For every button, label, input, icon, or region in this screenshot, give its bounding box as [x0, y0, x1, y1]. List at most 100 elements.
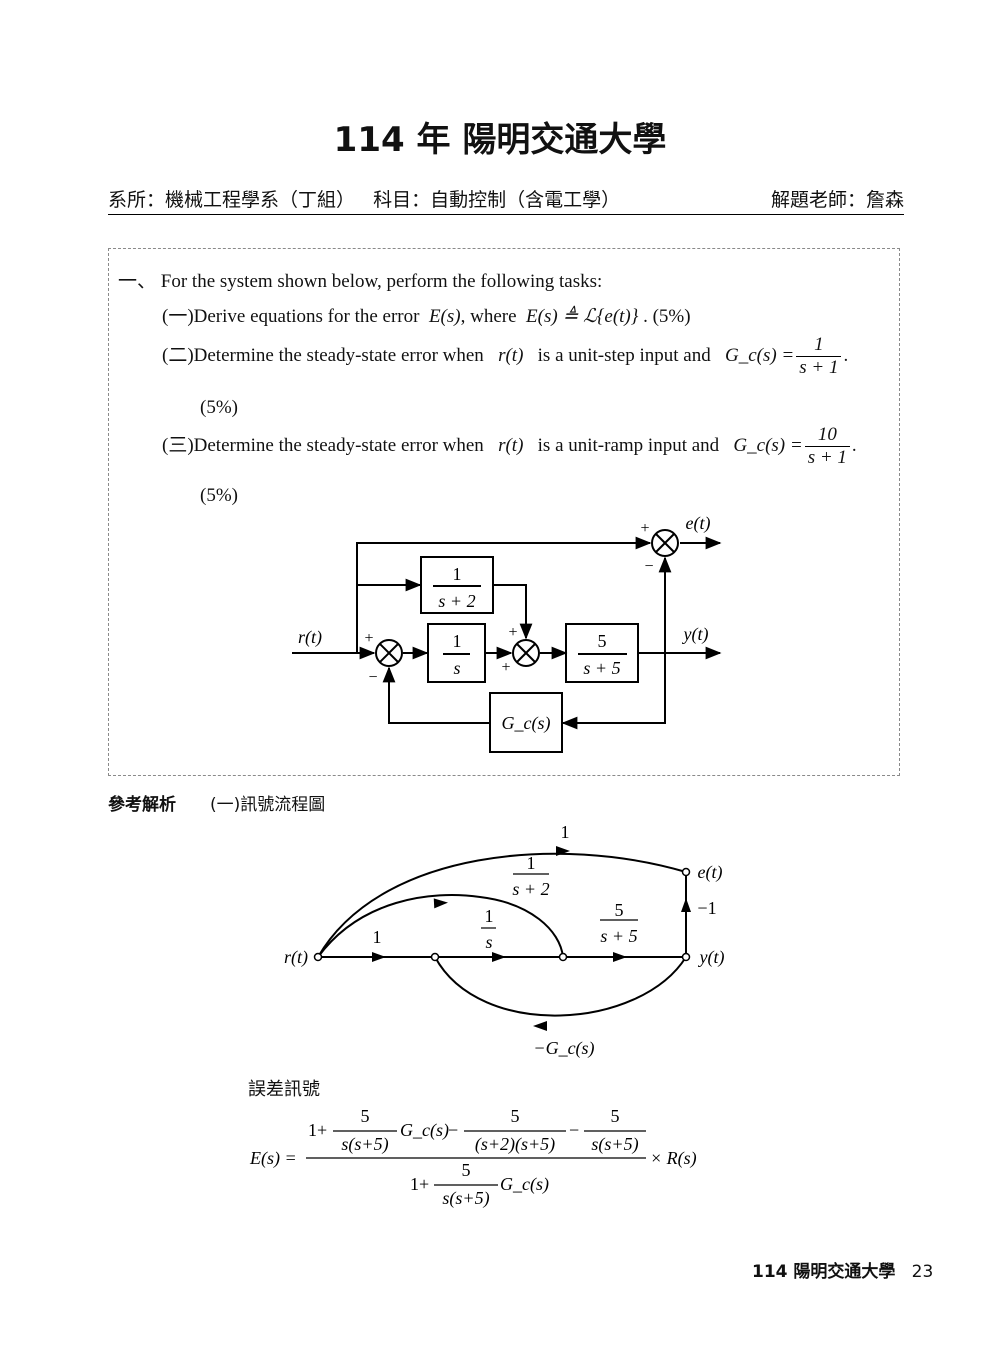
branch-feedback: [434, 956, 687, 1017]
eq-f3-den: s(s+5): [591, 1134, 638, 1155]
eq-one: 1+: [308, 1120, 327, 1140]
esum-plus: +: [640, 520, 649, 537]
part-3-gc: G_c(s) =: [733, 434, 803, 456]
part-1: (一)Derive equations for the error E(s), …: [162, 301, 691, 328]
part-3-points: (5%): [200, 485, 238, 506]
part-1-definition: E(s) ≜ ℒ{e(t)}: [526, 306, 639, 327]
feedback-to-gc: [561, 653, 666, 730]
gain2-den: s: [485, 932, 492, 952]
gain-top: 1: [561, 822, 570, 842]
node-r-label: r(t): [284, 947, 308, 968]
gain-neg-one: −1: [697, 898, 716, 918]
gain-feedback: −G_c(s): [533, 1038, 594, 1059]
block-plant: [565, 623, 639, 683]
branch-1-over-s-plus-2: [317, 894, 564, 958]
eq-minus-2: −: [569, 1120, 579, 1140]
header-rule: [108, 214, 904, 215]
sum2-plus-top: +: [508, 624, 517, 641]
arrow-forward-3: [613, 952, 627, 962]
esum-minus: −: [644, 558, 653, 575]
eq-f2-den: (s+2)(s+5): [475, 1134, 555, 1155]
node-y: [681, 952, 691, 962]
part-3-frac-num: 10: [804, 424, 850, 447]
output-y-label: y(t): [682, 624, 709, 645]
eq-den-den: s(s+5): [442, 1188, 489, 1209]
question-box: [108, 248, 900, 776]
arrow-mid: [433, 898, 448, 909]
eq-f1-num: 5: [361, 1106, 370, 1126]
eq-f1-den: s(s+5): [341, 1134, 388, 1155]
part-1-points: . (5%): [643, 306, 691, 327]
block2-den: s: [453, 658, 460, 678]
eq-f2-num: 5: [511, 1106, 520, 1126]
gain2-num: 1: [485, 906, 494, 926]
branch-r-to-e: [317, 852, 687, 958]
part-2-frac-num: 1: [796, 334, 842, 357]
block3-num: 5: [598, 631, 607, 651]
part-3-frac-den: s + 1: [807, 447, 847, 468]
node-r: [313, 952, 323, 962]
answer-subtitle: (一)訊號流程圖: [210, 795, 326, 815]
page-number: 23: [911, 1262, 934, 1282]
part-2-frac-den: s + 1: [799, 357, 839, 378]
part-1-where: , where: [460, 306, 517, 327]
part-2-number: (二): [162, 344, 194, 366]
part-2-period: .: [843, 344, 849, 366]
sum-junction-error: [651, 529, 679, 557]
answer-label: 參考解析: [108, 795, 176, 815]
block1-den: s + 2: [438, 591, 475, 611]
block-gc: [489, 692, 563, 753]
output-e-label: e(t): [686, 513, 711, 534]
part-2: (二)Determine the steady-state error when…: [162, 334, 848, 379]
gain3-den: s + 5: [600, 926, 637, 946]
question-intro-text: For the system shown below, perform the …: [160, 271, 603, 292]
gc-label: G_c(s): [502, 713, 551, 734]
part-3-condition: is a unit-ramp input and: [537, 434, 720, 456]
node-e: [681, 867, 691, 877]
page-footer: 114 陽明交通大學 23: [752, 1257, 933, 1282]
eq-gc: G_c(s): [400, 1120, 449, 1141]
page-title: 114 年 陽明交通大學: [333, 120, 667, 160]
sum1-minus: −: [368, 669, 377, 686]
block1-num: 1: [453, 564, 462, 584]
part-2-gc: G_c(s) =: [724, 344, 795, 366]
eq-f3-num: 5: [611, 1106, 620, 1126]
question-intro: 一、 For the system shown below, perform t…: [118, 266, 602, 293]
eq-den-num: 5: [462, 1160, 471, 1180]
gain3-num: 5: [615, 900, 624, 920]
arrow-forward-1: [372, 952, 386, 962]
part-1-symbol-E: E(s): [428, 306, 461, 327]
part-2-input-symbol: r(t): [498, 344, 524, 366]
node-e-label: e(t): [698, 862, 723, 883]
arrow-feedback: [533, 1021, 547, 1031]
eq-lhs: E(s) =: [249, 1148, 297, 1169]
sum1-plus: +: [364, 630, 373, 647]
part-3-input-symbol: r(t): [498, 434, 524, 456]
gain1-den: s + 2: [512, 879, 549, 899]
feedforward-line: [356, 536, 652, 653]
block3-den: s + 5: [583, 658, 620, 678]
part-3-period: .: [851, 434, 857, 456]
eq-times-R: × R(s): [650, 1148, 697, 1169]
node-y-label: y(t): [698, 947, 725, 968]
part-3-text: Determine the steady-state error when: [193, 434, 484, 456]
part-3-number: (三): [162, 434, 194, 456]
part-2-condition: is a unit-step input and: [537, 344, 711, 366]
node-3: [558, 952, 568, 962]
question-marker: 一、: [118, 271, 157, 292]
gain1-num: 1: [527, 853, 536, 873]
gc-to-sum1: [382, 666, 490, 724]
sum2-plus-left: +: [501, 659, 510, 676]
sum-junction-1: [375, 639, 403, 667]
node-2: [430, 952, 440, 962]
input-r-label: r(t): [298, 627, 322, 648]
arrow-forward-2: [492, 952, 506, 962]
part-2-points: (5%): [200, 397, 238, 418]
sum-junction-2: [512, 639, 540, 667]
eq-minus-1: −: [448, 1120, 458, 1140]
error-signal-label: 誤差訊號: [248, 1079, 320, 1100]
